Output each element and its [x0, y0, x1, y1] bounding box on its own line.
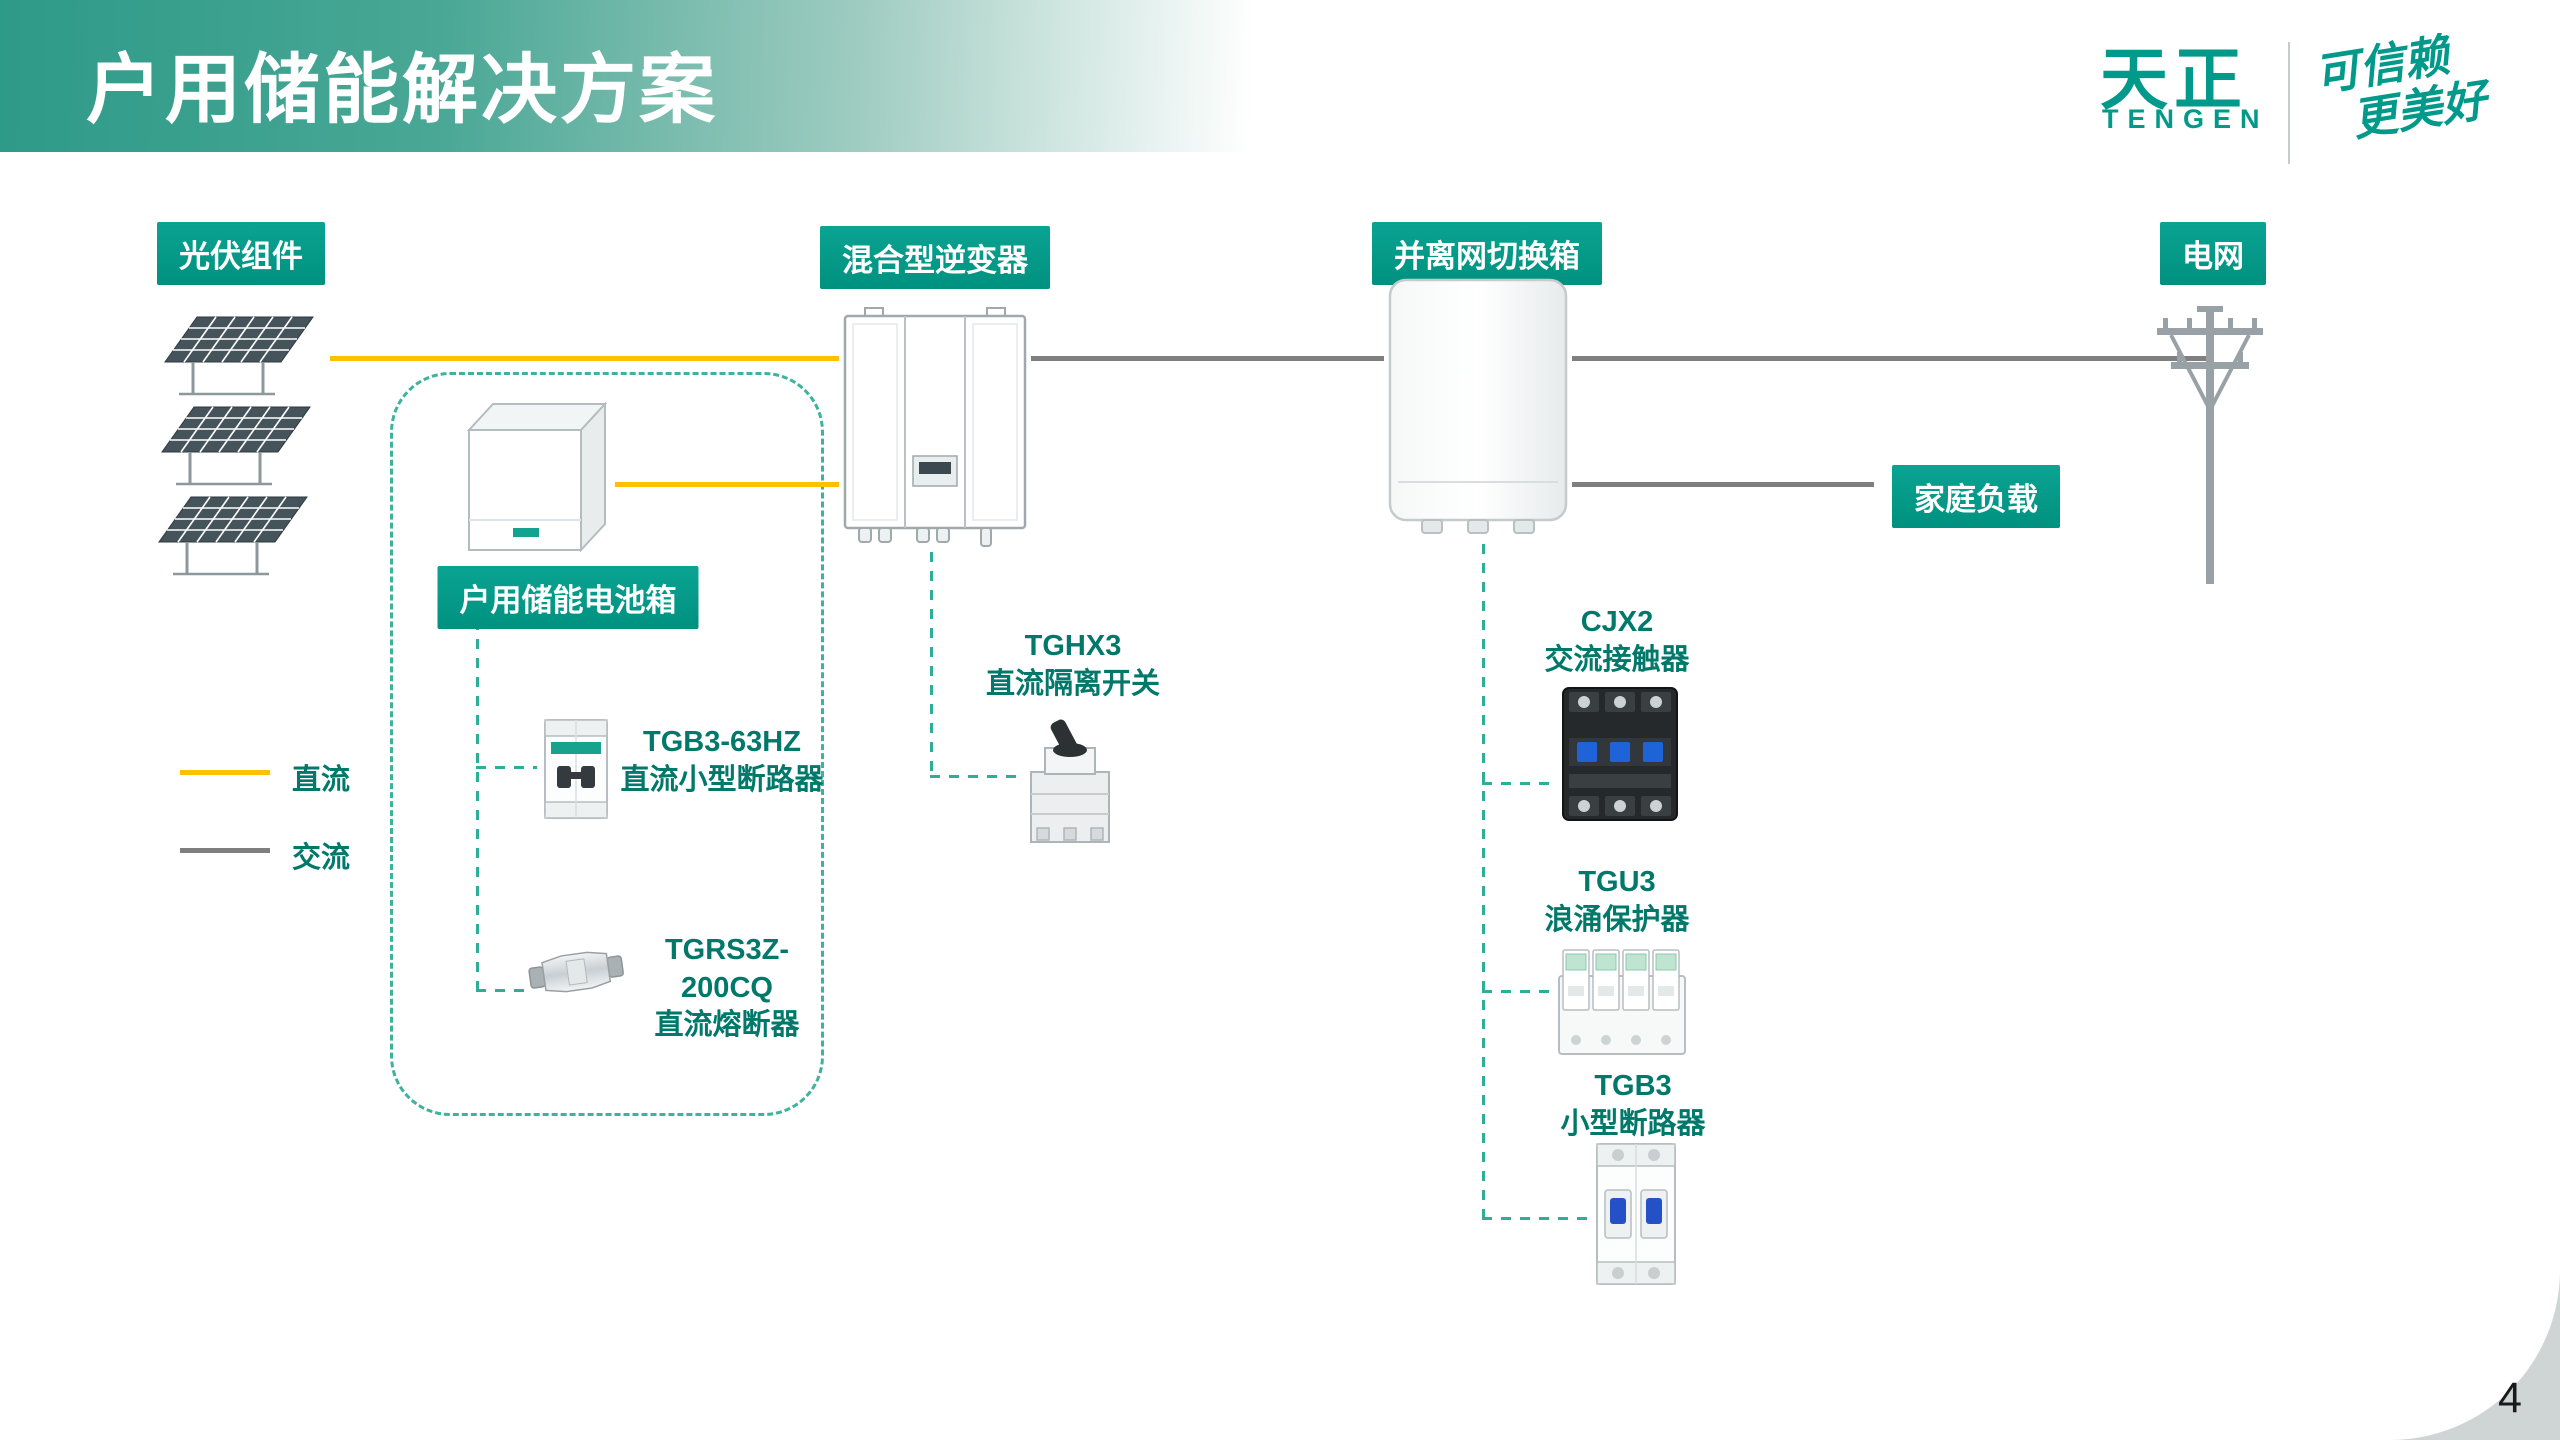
tghx3-desc: 直流隔离开关: [985, 667, 1161, 700]
tgb3-63hz-label: TGB3-63HZ 直流小型断路器: [620, 724, 823, 799]
dash-battery-to-fuse: [476, 989, 528, 992]
tgb3-label: TGB3 小型断路器: [1560, 1068, 1705, 1143]
dash-switchbox-vertical: [1482, 544, 1485, 1220]
tghx3-model: TGHX3: [1024, 630, 1122, 662]
pv-panel-icon: [161, 406, 311, 486]
ac-line-inverter-to-switchbox: [1031, 356, 1384, 361]
ac-line-switchbox-to-grid: [1572, 356, 2211, 361]
label-pv-modules: 光伏组件: [157, 222, 325, 285]
legend-ac-label: 交流: [292, 842, 351, 874]
label-switch-box: 并离网切换箱: [1372, 222, 1602, 285]
page-title: 户用储能解决方案: [86, 48, 718, 133]
label-grid: 电网: [2160, 222, 2266, 285]
tgb3-63hz-model: TGB3-63HZ: [643, 726, 801, 758]
tgrs3z-label: TGRS3Z- 200CQ 直流熔断器: [654, 932, 799, 1045]
logo-brand: 天正: [2100, 42, 2249, 118]
utility-pole-icon: [2157, 306, 2263, 584]
tgrs3z-desc: 直流熔断器: [654, 1009, 800, 1042]
switch-box-icon: [1388, 278, 1568, 534]
battery-group-outline: [390, 372, 824, 1116]
dash-inverter-vertical: [930, 552, 933, 778]
inverter-icon: [843, 307, 1027, 547]
label-hybrid-inverter: 混合型逆变器: [820, 226, 1050, 289]
dash-switchbox-to-breaker: [1482, 1217, 1589, 1220]
dash-battery-to-breaker: [476, 766, 537, 769]
tgb3-desc: 小型断路器: [1560, 1107, 1706, 1140]
tgu3-model: TGU3: [1578, 866, 1656, 898]
tgb3-63hz-device: [537, 714, 615, 829]
label-home-load: 家庭负载: [1892, 465, 2060, 528]
legend-dc-label: 直流: [292, 764, 351, 796]
legend-dc-swatch: [180, 770, 270, 775]
dc-line-pv-to-inverter: [330, 356, 839, 361]
pv-panel-2: [160, 404, 312, 493]
pv-panel-1: [163, 314, 315, 403]
tghx3-device: [1019, 714, 1121, 855]
label-battery-box: 户用储能电池箱: [437, 566, 699, 629]
switch-box: [1384, 276, 1572, 545]
battery-cabinet-icon: [466, 401, 608, 553]
tgu3-device: [1555, 942, 1689, 1065]
pv-panel-3: [157, 494, 309, 583]
dc-isolator-icon: [1030, 719, 1110, 843]
dash-inverter-to-isolator: [930, 775, 1019, 778]
tgrs3z-model-line1: TGRS3Z-: [664, 934, 790, 966]
battery-cabinet: [455, 390, 617, 563]
dc-line-battery-to-inverter: [615, 482, 839, 487]
pv-panel-icon: [164, 316, 314, 396]
logo-divider: [2288, 42, 2290, 164]
pv-panel-icon: [158, 496, 308, 576]
tghx3-label: TGHX3 直流隔离开关: [986, 628, 1160, 703]
tgu3-label: TGU3 浪涌保护器: [1544, 864, 1689, 939]
dash-battery-vertical: [476, 620, 479, 992]
dc-fuse-icon: [528, 951, 624, 993]
utility-pole: [2149, 298, 2273, 595]
tgb3-63hz-desc: 直流小型断路器: [620, 763, 824, 796]
legend-ac-swatch: [180, 848, 270, 853]
dc-mini-breaker-icon: [544, 719, 608, 819]
tgb3-model: TGB3: [1594, 1070, 1672, 1102]
cjx2-desc: 交流接触器: [1544, 643, 1690, 676]
cjx2-model: CJX2: [1580, 606, 1654, 638]
header-banner: 户用储能解决方案: [0, 0, 1565, 152]
tgrs3z-model-line2: 200CQ: [681, 971, 773, 1004]
surge-protector-icon: [1558, 949, 1686, 1055]
ac-line-switchbox-to-homeload: [1572, 482, 1874, 487]
mini-breaker-2p-icon: [1596, 1143, 1676, 1285]
page-number: 4: [2498, 1374, 2522, 1422]
hybrid-inverter: [839, 306, 1031, 553]
cjx2-label: CJX2 交流接触器: [1544, 604, 1689, 679]
tgb3-device: [1589, 1138, 1683, 1295]
tgu3-desc: 浪涌保护器: [1544, 903, 1690, 936]
dash-switchbox-to-contactor: [1482, 782, 1557, 785]
tgrs3z-device: [525, 943, 628, 1005]
cjx2-device: [1557, 682, 1683, 831]
logo-brand-latin: TENGEN: [2102, 104, 2269, 134]
dash-switchbox-to-surge: [1482, 990, 1555, 993]
ac-contactor-icon: [1562, 687, 1678, 821]
logo-slogan: 可信赖 更美好: [2311, 26, 2490, 150]
